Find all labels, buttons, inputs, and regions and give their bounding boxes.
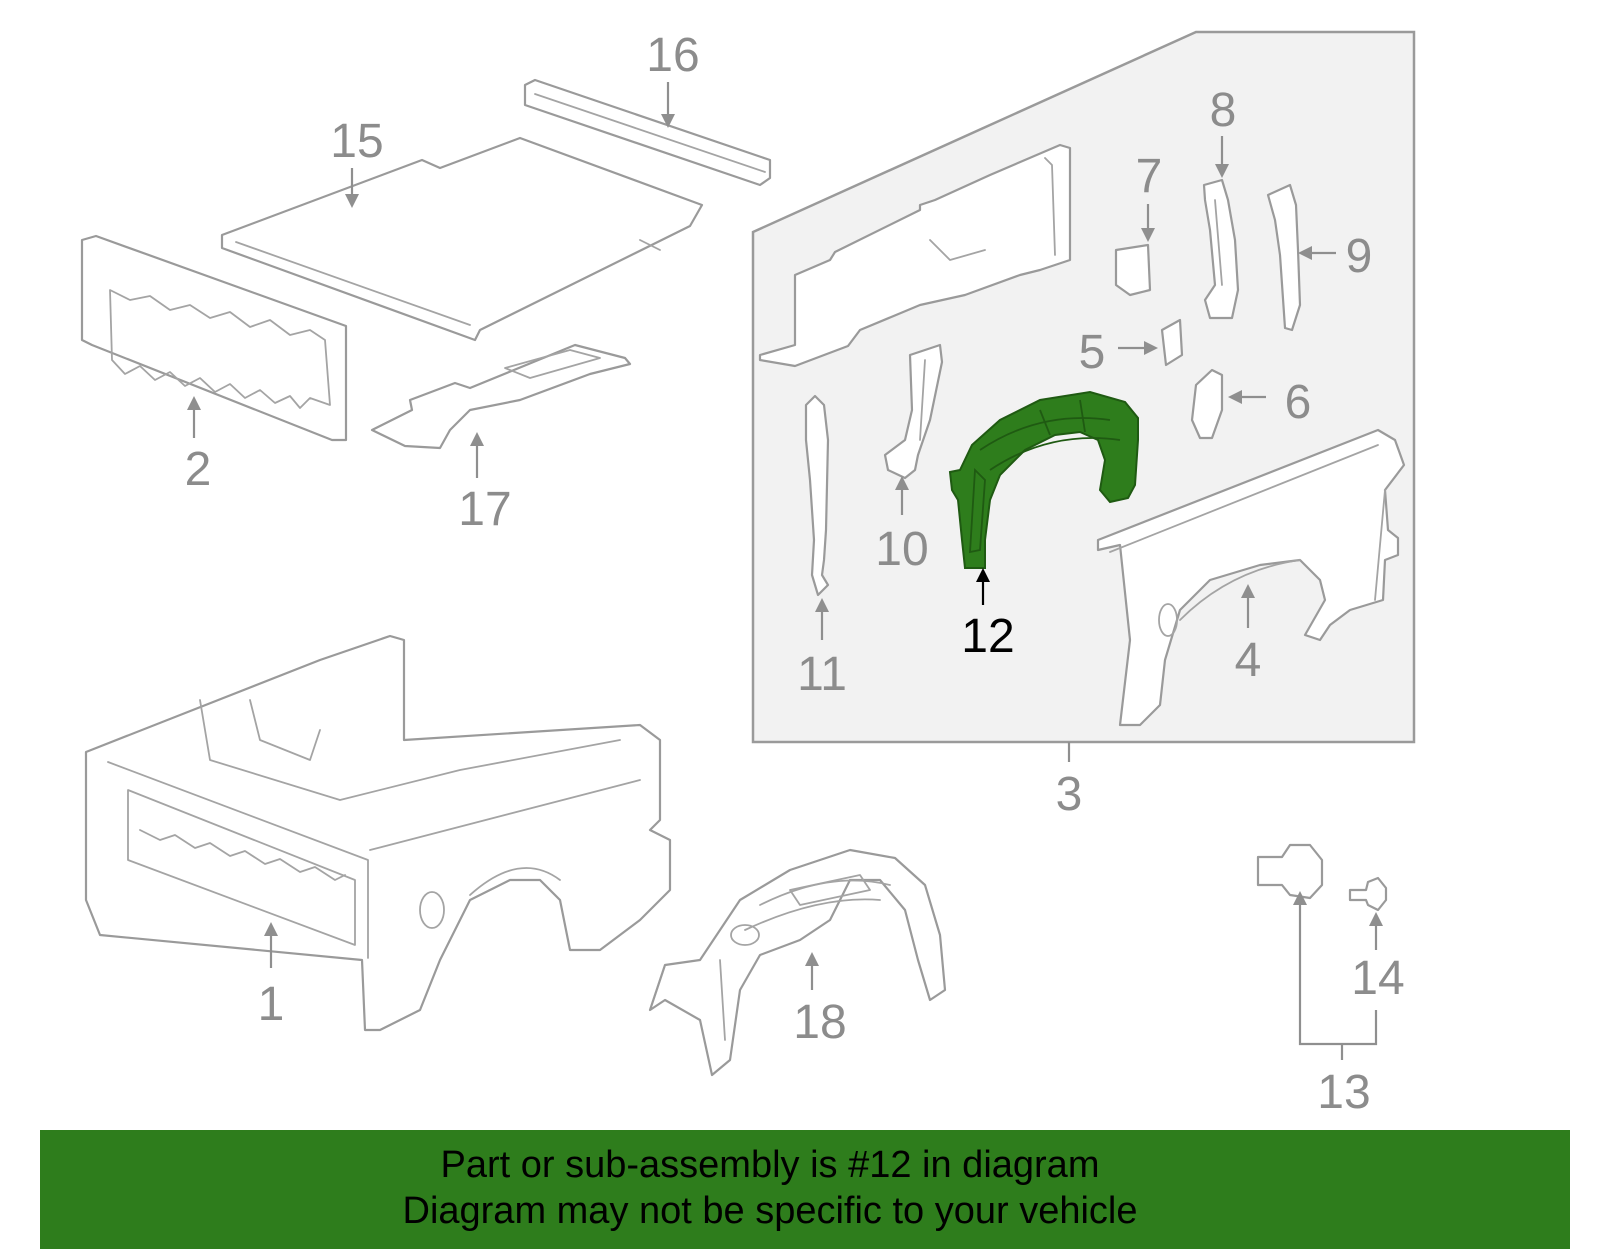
callout-10: 10 bbox=[875, 523, 928, 576]
callout-6: 6 bbox=[1285, 376, 1312, 429]
part-15-floor-panel bbox=[220, 136, 704, 342]
leader-lines bbox=[187, 82, 1383, 1060]
info-banner: Part or sub-assembly is #12 in diagram D… bbox=[40, 1130, 1570, 1249]
callout-1: 1 bbox=[258, 978, 285, 1031]
callout-12: 12 bbox=[961, 610, 1014, 663]
part-16-crossmember bbox=[523, 78, 772, 187]
callout-4: 4 bbox=[1235, 634, 1262, 687]
part-14-clip bbox=[1348, 876, 1388, 912]
part-3-inner-panel bbox=[758, 143, 1072, 368]
part-17-heat-shield bbox=[370, 343, 632, 450]
part-13-bracket bbox=[1256, 843, 1324, 900]
callout-labels: 16 15 2 17 1 18 3 8 7 9 5 6 10 11 12 4 1… bbox=[185, 29, 1405, 1119]
part-12-wheelhouse-highlighted bbox=[948, 390, 1139, 569]
callout-7: 7 bbox=[1136, 150, 1163, 203]
part-1-pickup-box bbox=[84, 634, 672, 1032]
part-2-front-panel bbox=[80, 234, 348, 442]
banner-line-disclaimer: Diagram may not be specific to your vehi… bbox=[402, 1190, 1138, 1232]
callout-14: 14 bbox=[1351, 952, 1404, 1005]
callout-3: 3 bbox=[1056, 768, 1083, 821]
part-6-bracket bbox=[1190, 368, 1224, 440]
part-5-plate bbox=[1160, 318, 1184, 367]
part-9-panel bbox=[1266, 183, 1302, 332]
part-18-inner-wheelhouse bbox=[648, 848, 947, 1077]
callout-5: 5 bbox=[1079, 326, 1106, 379]
part-10-brace bbox=[883, 343, 944, 480]
callout-16: 16 bbox=[646, 29, 699, 82]
callout-2: 2 bbox=[185, 443, 212, 496]
callout-8: 8 bbox=[1210, 84, 1237, 137]
part-7-bracket bbox=[1114, 243, 1152, 297]
callout-17: 17 bbox=[458, 483, 511, 536]
callout-18: 18 bbox=[793, 996, 846, 1049]
part-4-side-panel bbox=[1096, 428, 1406, 727]
part-8-pillar bbox=[1202, 178, 1240, 320]
part-11-pillar bbox=[804, 394, 830, 597]
callout-9: 9 bbox=[1346, 230, 1373, 283]
banner-line-part-info: Part or sub-assembly is #12 in diagram bbox=[440, 1144, 1100, 1186]
callout-15: 15 bbox=[330, 115, 383, 168]
callout-11: 11 bbox=[797, 648, 847, 701]
callout-13: 13 bbox=[1317, 1066, 1370, 1119]
